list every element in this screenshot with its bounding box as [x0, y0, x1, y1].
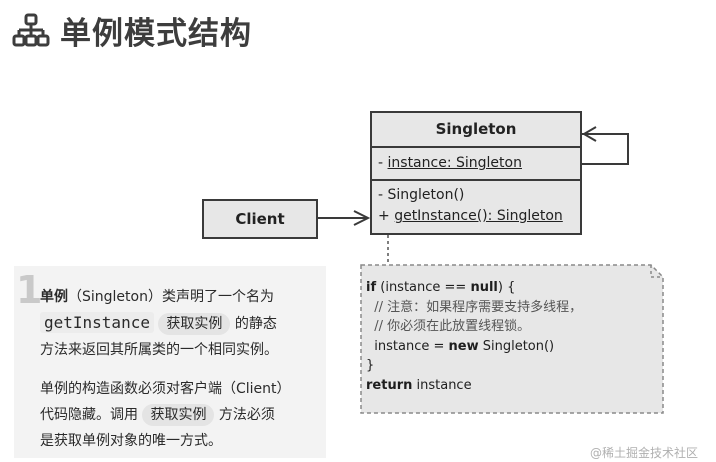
description-paragraph-2: 单例的构造函数必须对客户端（Client） 代码隐藏。调用 获取实例 方法必须 …	[40, 381, 291, 449]
singleton-class-name: Singleton	[372, 113, 580, 148]
self-association-arrowhead	[582, 126, 597, 142]
description-panel: 1 单例（Singleton）类声明了一个名为 getInstance 获取实例…	[14, 266, 326, 458]
page-header: 单例模式结构	[12, 8, 252, 53]
self-association-line	[582, 133, 629, 165]
field-visibility: -	[378, 155, 388, 171]
code-line-6: return instance	[366, 377, 472, 393]
step-number: 1	[16, 268, 43, 312]
code-line-4: instance = new Singleton()	[366, 338, 555, 354]
get-instance-translation: 获取实例	[158, 313, 231, 335]
instance-field: instance: Singleton	[387, 155, 522, 171]
client-class-name: Client	[235, 210, 285, 228]
singleton-term: 单例	[40, 289, 68, 305]
singleton-class-box: Singleton - instance: Singleton - Single…	[370, 111, 582, 235]
code-line-3: // 你必须在此放置线程锁。	[366, 319, 531, 334]
code-line-5: }	[366, 358, 375, 373]
client-class-box: Client	[202, 199, 318, 239]
client-dependency-arrowhead	[353, 210, 371, 226]
code-note: if (instance == null) { // 注意：如果程序需要支持多线…	[360, 264, 664, 414]
constructor-method: - Singleton()	[378, 187, 465, 203]
page-title: 单例模式结构	[60, 16, 252, 52]
get-instance-method: + getInstance(): Singleton	[378, 206, 580, 227]
code-block: if (instance == null) { // 注意：如果程序需要支持多线…	[366, 278, 582, 395]
singleton-methods: - Singleton() + getInstance(): Singleton	[372, 181, 580, 227]
get-instance-code: getInstance	[40, 312, 154, 333]
watermark: @稀土掘金技术社区	[590, 446, 699, 460]
method-visibility: +	[378, 208, 395, 224]
hierarchy-icon	[12, 13, 50, 46]
get-instance-signature: getInstance(): Singleton	[394, 208, 563, 224]
singleton-fields: - instance: Singleton	[372, 148, 580, 181]
note-shape	[360, 264, 664, 414]
get-instance-translation-2: 获取实例	[142, 404, 215, 426]
code-line-2: // 注意：如果程序需要支持多线程，	[366, 299, 583, 315]
description-paragraph-1: 单例（Singleton）类声明了一个名为 getInstance 获取实例 的…	[40, 289, 278, 358]
code-line-1: if (instance == null) {	[366, 280, 516, 295]
